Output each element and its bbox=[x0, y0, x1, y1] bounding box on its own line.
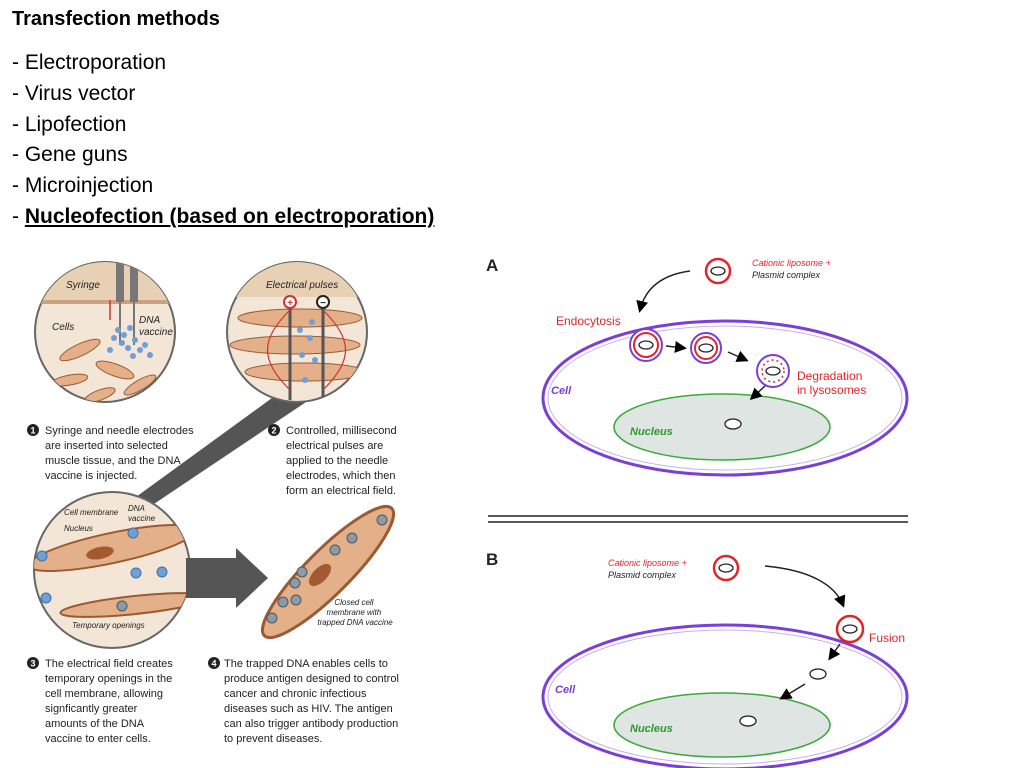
method-item: - Electroporation bbox=[12, 51, 167, 74]
svg-text:Closed cell membrane w: Closed cell membrane with trapped DNA va… bbox=[317, 598, 393, 627]
step-line: diseases such as HIV. The antigen bbox=[224, 703, 393, 715]
degradation-label: Degradation bbox=[797, 369, 862, 383]
electroporation-figure: Syringe Cells DNA vaccine bbox=[27, 261, 402, 745]
svg-text:The trapped DNA enables cells: The trapped DNA enables cells to produce… bbox=[224, 658, 402, 745]
electrical-pulses-label: Electrical pulses bbox=[266, 280, 338, 291]
endocytosis-label: Endocytosis bbox=[556, 314, 621, 328]
dna-label: DNA bbox=[139, 315, 160, 326]
panel-b-fusion: B Cationic liposome + Plasmid complex Ce… bbox=[486, 550, 909, 768]
cell-label: Cell bbox=[555, 684, 576, 696]
cells-label: Cells bbox=[52, 322, 74, 333]
step-line: applied to the needle bbox=[286, 455, 388, 467]
method-item: - Gene guns bbox=[12, 143, 128, 167]
step-line: electrical pulses are bbox=[286, 440, 383, 452]
fusion-label: Fusion bbox=[869, 631, 905, 645]
step-number: 2 bbox=[271, 426, 276, 436]
methods-list: - Electroporation - Virus vector - Lipof… bbox=[12, 48, 434, 233]
step-line: muscle tissue, and the DNA bbox=[45, 455, 181, 467]
circle-electrical-pulses: + − Electrical pulses bbox=[226, 261, 368, 403]
step-line: cancer and chronic infectious bbox=[224, 688, 367, 700]
step-line: to prevent diseases. bbox=[224, 733, 322, 745]
step-line: electrodes, which then bbox=[286, 470, 395, 482]
svg-text:Controlled, millisecond: Controlled, millisecond electrical pulse… bbox=[286, 425, 400, 497]
step-number: 1 bbox=[30, 426, 35, 436]
complex-label: Plasmid complex bbox=[608, 570, 677, 580]
step-line: vaccine is injected. bbox=[45, 470, 137, 482]
method-item: - Microinjection bbox=[12, 174, 154, 198]
step-line: Syringe and needle electrodes bbox=[45, 425, 194, 437]
zoom-wedge bbox=[118, 386, 330, 520]
step-line: form an electrical field. bbox=[286, 485, 396, 497]
nucleus-label: Nucleus bbox=[64, 524, 93, 533]
plus-sign: + bbox=[287, 298, 293, 309]
method-item-highlight: - Nucleofection (based on electroporatio… bbox=[12, 202, 434, 233]
step-2: 2 Controlled, millisecond electrical pul… bbox=[268, 424, 400, 497]
closed-cell: Closed cell membrane with trapped DNA va… bbox=[260, 504, 396, 640]
slide-title: Transfection methods bbox=[12, 8, 220, 30]
method-prefix: - bbox=[12, 204, 25, 228]
closed-cell-label: Closed cell bbox=[334, 598, 373, 607]
method-item: - Lipofection bbox=[12, 112, 127, 136]
step-line: amounts of the DNA bbox=[45, 718, 145, 730]
panel-b-letter: B bbox=[486, 550, 498, 569]
closed-cell-label: membrane with bbox=[327, 608, 382, 617]
step-line: can also trigger antibody production bbox=[224, 718, 398, 730]
step-line: The trapped DNA enables cells to bbox=[224, 658, 388, 670]
complex-label: Plasmid complex bbox=[752, 270, 821, 280]
step-line: produce antigen designed to control bbox=[224, 673, 399, 685]
circle-cell-membrane: Cell membrane Nucleus DNA vaccine Tempor… bbox=[33, 491, 191, 649]
vaccine-label: vaccine bbox=[128, 514, 156, 523]
step-line: The electrical field creates bbox=[45, 658, 173, 670]
step-line: cell membrane, allowing bbox=[45, 688, 163, 700]
nucleus-label: Nucleus bbox=[630, 426, 673, 438]
step-line: temporary openings in the bbox=[45, 673, 172, 685]
panel-a-endocytosis: A Cationic liposome + Plasmid complex En… bbox=[486, 256, 909, 477]
degradation-label: in lysosomes bbox=[797, 383, 866, 397]
svg-text:The electrical field creates: The electrical field creates temporary o… bbox=[45, 658, 176, 745]
complex-label: Cationic liposome + bbox=[752, 258, 831, 268]
vaccine-label: vaccine bbox=[139, 327, 173, 338]
minus-sign: − bbox=[320, 298, 326, 309]
nucleus-label: Nucleus bbox=[630, 723, 673, 735]
cell-label: Cell bbox=[551, 385, 572, 397]
method-nucleofection: Nucleofection (based on electroporation) bbox=[24, 204, 435, 228]
circle-syringe: Syringe Cells DNA vaccine bbox=[34, 261, 176, 403]
step-line: signficantly greater bbox=[45, 703, 138, 715]
cell-membrane-label: Cell membrane bbox=[64, 508, 119, 517]
step-line: Controlled, millisecond bbox=[286, 425, 397, 437]
svg-text:Syringe and needle electrodes: Syringe and needle electrodes are insert… bbox=[45, 425, 197, 482]
arrow-icon bbox=[186, 548, 268, 608]
step-3: 3 The electrical field creates temporary… bbox=[27, 657, 176, 745]
step-line: are inserted into selected bbox=[45, 440, 168, 452]
step-number: 4 bbox=[211, 659, 216, 669]
step-1: 1 Syringe and needle electrodes are inse… bbox=[27, 424, 197, 482]
step-line: vaccine to enter cells. bbox=[45, 733, 151, 745]
complex-label: Cationic liposome + bbox=[608, 558, 687, 568]
step-4: 4 The trapped DNA enables cells to produ… bbox=[208, 657, 402, 745]
step-number: 3 bbox=[30, 659, 35, 669]
dna-label: DNA bbox=[128, 504, 145, 513]
syringe-label: Syringe bbox=[66, 280, 100, 291]
temporary-openings-label: Temporary openings bbox=[72, 621, 145, 630]
method-item: - Virus vector bbox=[12, 81, 136, 105]
closed-cell-label: trapped DNA vaccine bbox=[317, 618, 393, 627]
panel-a-letter: A bbox=[486, 256, 498, 275]
